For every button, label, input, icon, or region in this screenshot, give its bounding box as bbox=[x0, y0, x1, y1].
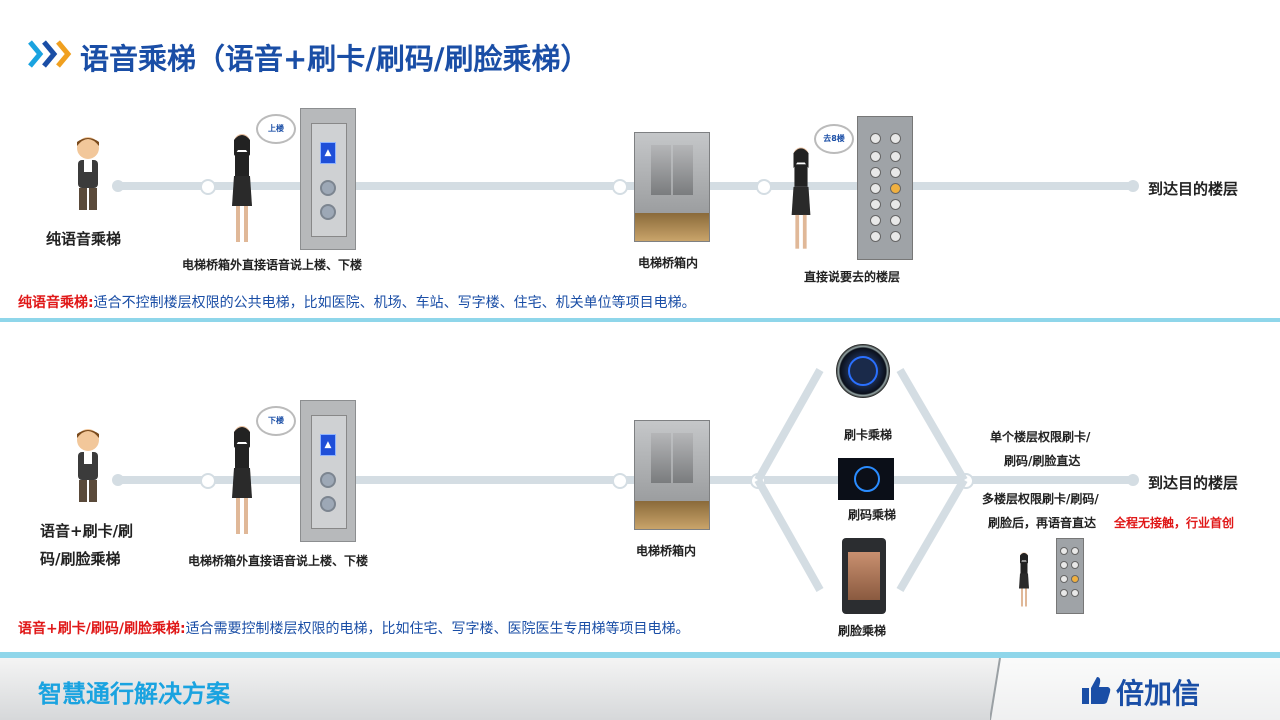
section-divider bbox=[0, 318, 1280, 322]
multi-floor-line1: 多楼层权限刷卡/刷码/ bbox=[982, 492, 1099, 506]
car-label: 电梯桥箱内 bbox=[638, 256, 699, 270]
single-floor-line2: 刷码/刷脸直达 bbox=[1004, 454, 1081, 468]
face-reader-screen bbox=[848, 552, 880, 600]
man-figure-icon bbox=[77, 429, 99, 502]
flow-start-dot bbox=[112, 474, 124, 486]
footer-band bbox=[0, 652, 1280, 658]
floor-keypad bbox=[857, 116, 913, 260]
destination-label: 到达目的楼层 bbox=[1148, 474, 1239, 492]
description-text: 适合不控制楼层权限的公共电梯，比如医院、机场、车站、写字楼、住宅、机关单位等项目… bbox=[93, 295, 696, 311]
outside-label: 电梯桥箱外直接语音说上楼、下楼 bbox=[182, 258, 363, 272]
elevator-call-panel bbox=[300, 108, 356, 250]
flow-node bbox=[612, 179, 628, 195]
speech-bubble: 去8楼 bbox=[814, 124, 854, 154]
flow-node bbox=[612, 473, 628, 489]
outside-label: 电梯桥箱外直接语音说上楼、下楼 bbox=[188, 554, 369, 568]
person-label-line1: 语音+刷卡/刷 bbox=[40, 522, 134, 540]
section-description: 纯语音乘梯:适合不控制楼层权限的公共电梯，比如医院、机场、车站、写字楼、住宅、机… bbox=[18, 292, 696, 312]
branch-lines bbox=[754, 367, 968, 593]
person-label-line2: 码/刷脸乘梯 bbox=[40, 550, 121, 568]
flow-end-dot bbox=[1127, 180, 1139, 192]
up-button[interactable] bbox=[320, 180, 336, 196]
page-title: 语音乘梯（语音+刷卡/刷码/刷脸乘梯） bbox=[80, 42, 590, 76]
speech-bubble: 下楼 bbox=[256, 406, 296, 436]
card-reader-ring bbox=[848, 356, 878, 386]
flow-end-dot bbox=[1127, 474, 1139, 486]
destination-label: 到达目的楼层 bbox=[1148, 180, 1239, 198]
thumbs-up-icon bbox=[1082, 677, 1111, 704]
floor-keypad bbox=[1056, 538, 1084, 614]
down-button[interactable] bbox=[320, 204, 336, 220]
card-label: 刷卡乘梯 bbox=[844, 428, 893, 442]
car-label: 电梯桥箱内 bbox=[636, 544, 697, 558]
speech-bubble: 上楼 bbox=[256, 114, 296, 144]
qr-reader-ring bbox=[854, 466, 880, 492]
display-screen: ▲ bbox=[320, 142, 336, 164]
brand-name: 倍加信 bbox=[1116, 677, 1201, 710]
single-floor-line1: 单个楼层权限刷卡/ bbox=[990, 430, 1091, 444]
woman-figure-icon bbox=[1019, 552, 1029, 607]
elevator-car-image bbox=[634, 420, 710, 530]
chevron-double-right-icon bbox=[28, 40, 72, 68]
inside-label: 直接说要去的楼层 bbox=[804, 270, 901, 284]
footer-title: 智慧通行解决方案 bbox=[38, 680, 230, 708]
woman-figure-icon bbox=[791, 147, 811, 249]
up-button[interactable] bbox=[320, 472, 336, 488]
flow-start-dot bbox=[112, 180, 124, 192]
woman-figure-icon bbox=[232, 134, 252, 242]
flow-node bbox=[756, 179, 772, 195]
section-description: 语音+刷卡/刷码/刷脸乘梯:适合需要控制楼层权限的电梯，比如住宅、写字楼、医院医… bbox=[18, 618, 690, 638]
description-text: 适合需要控制楼层权限的电梯，比如住宅、写字楼、医院医生专用梯等项目电梯。 bbox=[185, 621, 690, 637]
multi-floor-line2: 刷脸后，再语音直达 bbox=[988, 516, 1097, 530]
footer-slant bbox=[990, 658, 1280, 720]
highlight-text: 全程无接触，行业首创 bbox=[1114, 516, 1235, 530]
elevator-call-panel bbox=[300, 400, 356, 542]
man-figure-icon bbox=[77, 137, 99, 210]
down-button[interactable] bbox=[320, 496, 336, 512]
flow-node bbox=[200, 179, 216, 195]
qr-label: 刷码乘梯 bbox=[848, 508, 897, 522]
person-label: 纯语音乘梯 bbox=[46, 230, 122, 248]
display-screen: ▲ bbox=[320, 434, 336, 456]
description-key: 语音+刷卡/刷码/刷脸乘梯: bbox=[18, 621, 186, 637]
flow-node bbox=[200, 473, 216, 489]
elevator-car-image bbox=[634, 132, 710, 242]
face-label: 刷脸乘梯 bbox=[838, 624, 887, 638]
woman-figure-icon bbox=[232, 426, 252, 534]
description-key: 纯语音乘梯: bbox=[18, 295, 94, 311]
